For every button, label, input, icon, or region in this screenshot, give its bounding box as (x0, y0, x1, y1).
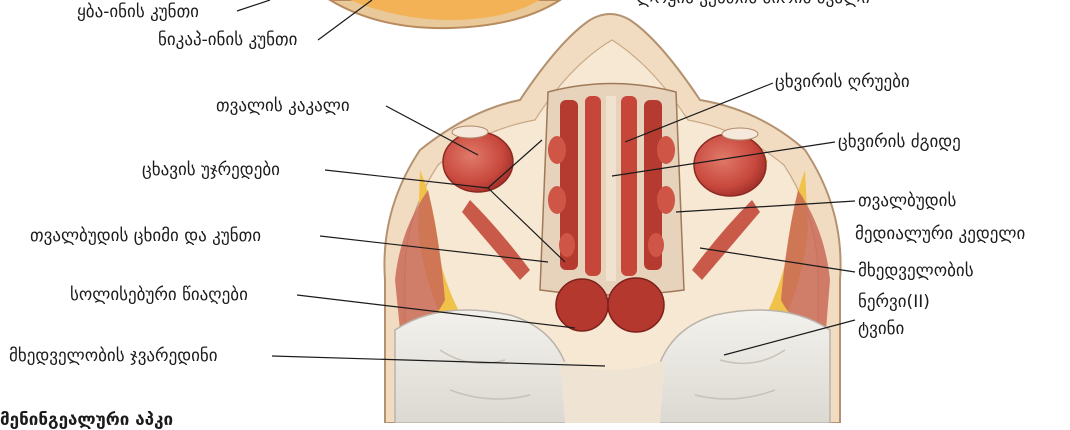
label-nasal-septum: ცხვირის ძგიდე (838, 132, 961, 152)
septum-bar (606, 96, 616, 281)
upper-figure-fragment (330, 0, 560, 28)
label-ethmoid-cells: ცხავის უჯრედები (142, 160, 280, 180)
label-optic-nerve-2: ნერვი(II) (858, 292, 930, 312)
label-optic-chiasm: მხედველობის ჯვარედინი (9, 346, 218, 366)
label-top-left-2: ნიკაპ-ინის კუნთი (158, 30, 297, 50)
label-nasal-conchae: ცხვირის ღრუები (775, 72, 910, 92)
label-sphenoid-sinus: სოლისებური წიაღები (70, 285, 248, 305)
label-bottom-cut: მენინგეალური აპკი (0, 410, 173, 430)
label-top-left-1: ყბა-ინის კუნთი (77, 2, 199, 22)
label-orbit-wall-2: მედიალური კედელი (855, 224, 1025, 244)
nasal-cavity (540, 84, 684, 333)
label-orbit-fat-muscle: თვალბუდის ცხიმი და კუნთი (30, 226, 261, 246)
label-brain: ტვინი (858, 319, 904, 339)
label-orbit-wall-1: თვალბუდის (858, 191, 956, 211)
label-eyeball: თვალის კაკალი (216, 96, 350, 116)
label-optic-nerve-1: მხედველობის (858, 261, 974, 281)
